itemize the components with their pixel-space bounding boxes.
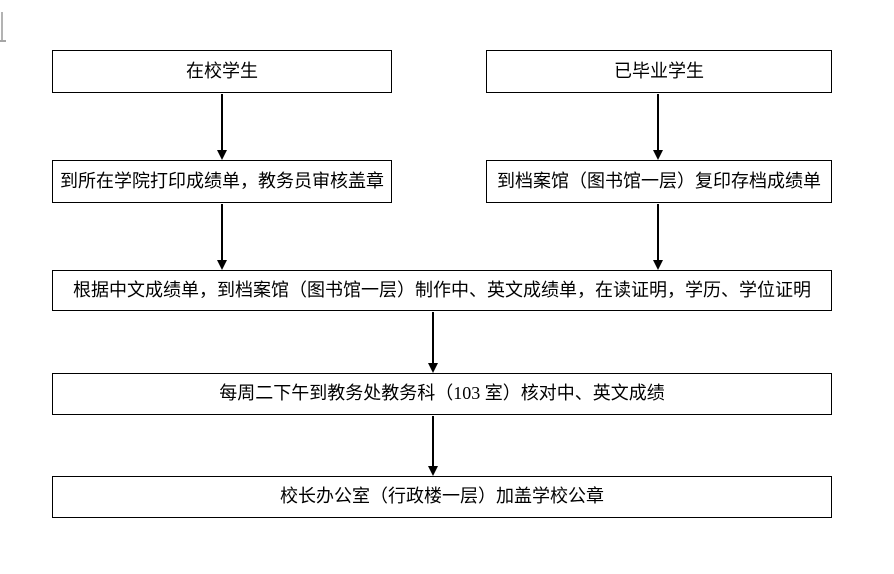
flow-node-current-students: 在校学生	[52, 50, 392, 93]
flow-node-archives-copy: 到档案馆（图书馆一层）复印存档成绩单	[486, 160, 832, 203]
flow-node-check-scores: 每周二下午到教务处教务科（103 室）核对中、英文成绩	[52, 373, 832, 415]
flow-node-graduated-students: 已毕业学生	[486, 50, 832, 93]
arrow-current-to-college	[221, 94, 223, 150]
text-cursor-artifact	[1, 12, 3, 41]
arrow-graduated-to-archives-copy	[657, 94, 659, 150]
arrow-archives-copy-to-archives-make	[657, 204, 659, 260]
flow-node-college-print: 到所在学院打印成绩单，教务员审核盖章	[52, 160, 392, 203]
arrow-check-to-seal	[432, 416, 434, 466]
flow-node-president-office-seal: 校长办公室（行政楼一层）加盖学校公章	[52, 476, 832, 518]
flow-node-archives-make: 根据中文成绩单，到档案馆（图书馆一层）制作中、英文成绩单，在读证明，学历、学位证…	[52, 270, 832, 311]
text-cursor-artifact-foot	[0, 40, 6, 42]
arrow-archives-make-to-check	[432, 312, 434, 363]
arrow-college-to-archives-make	[221, 204, 223, 260]
